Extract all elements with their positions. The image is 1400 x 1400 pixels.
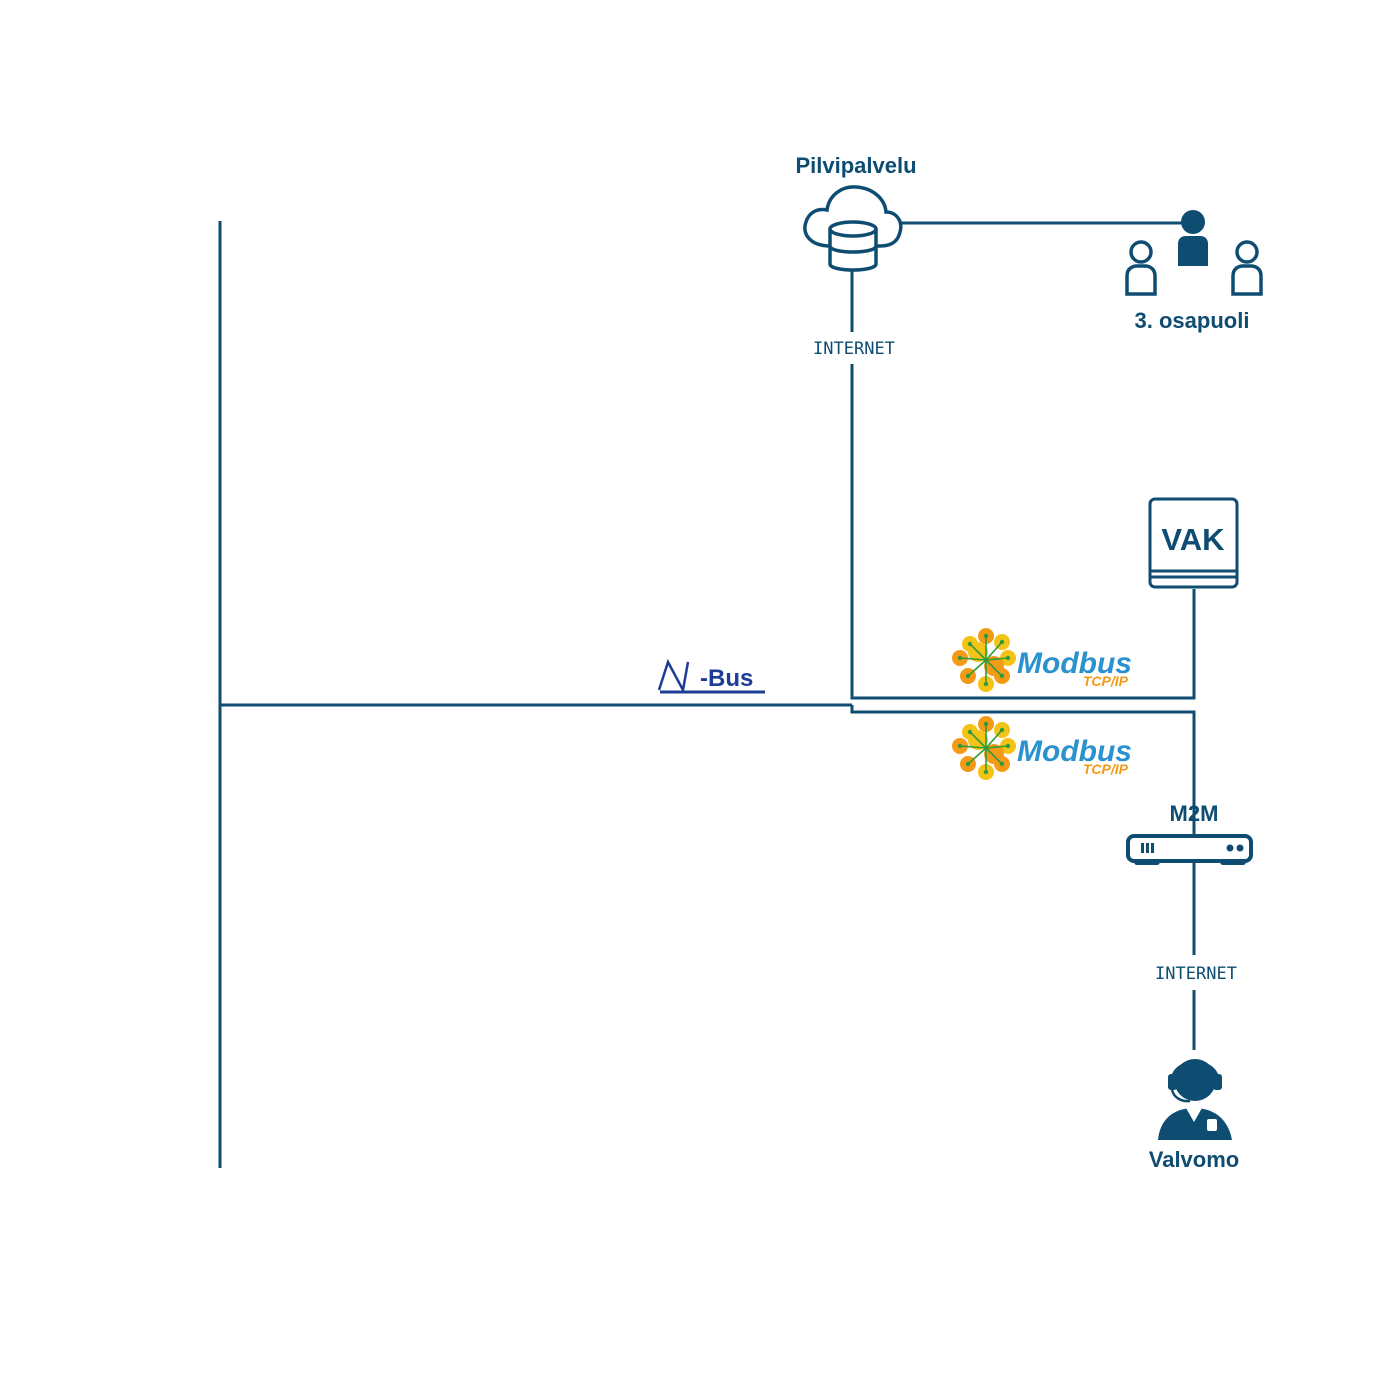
cloud-internet-line-lower	[850, 364, 1196, 700]
m2m-node[interactable]: M2M	[1126, 801, 1253, 865]
modbus-node-dot	[967, 641, 973, 647]
vak-node[interactable]: VAK	[1148, 497, 1239, 589]
modbus-link	[969, 731, 987, 749]
modbus-node-dot	[1005, 743, 1011, 749]
mbus-logo: -Bus	[657, 658, 765, 694]
modbus-link	[959, 657, 987, 661]
third-party-label: 3. osapuoli	[1135, 308, 1250, 333]
vak-label: VAK	[1161, 522, 1225, 557]
modbus-petal	[984, 744, 1004, 764]
modbus-node-dot	[957, 655, 963, 661]
modbus-logo-bottom: Modbus TCP/IP	[952, 716, 1132, 780]
modbus-link	[967, 659, 987, 677]
modbus-name-bottom: Modbus	[1017, 735, 1132, 768]
modbus-node-dot	[965, 761, 971, 767]
modbus-link	[959, 745, 987, 749]
user-solid-icon	[1178, 210, 1208, 266]
modbus-link	[985, 729, 1003, 749]
cloud-node[interactable]: Pilvipalvelu	[795, 153, 917, 272]
cloud-label: Pilvipalvelu	[795, 153, 916, 178]
modbus-link	[969, 643, 987, 661]
modbus-link	[985, 659, 1003, 677]
modbus-node-dot	[967, 729, 973, 735]
modbus-node-dot	[983, 633, 989, 639]
modbus-node-dot	[999, 727, 1005, 733]
modbus-node-dot	[999, 639, 1005, 645]
cloud-database-icon	[803, 185, 903, 272]
mbus-logo-icon	[657, 658, 690, 694]
modbus-name-top: Modbus	[1017, 647, 1132, 680]
control-room-label: Valvomo	[1149, 1147, 1239, 1172]
m2m-label: M2M	[1170, 801, 1219, 826]
modbus-node-dot	[1005, 655, 1011, 661]
modbus-link	[967, 747, 987, 765]
internet-label-top: INTERNET	[813, 339, 895, 359]
user-outline-left-icon	[1125, 240, 1157, 296]
mbus-logo-text: -Bus	[700, 665, 753, 692]
modbus-logo-icon	[952, 628, 1016, 692]
modbus-sub-bottom: TCP/IP	[1083, 761, 1129, 777]
operator-headset-icon	[1158, 1059, 1232, 1140]
modbus-node-dot	[957, 743, 963, 749]
vak-device-icon	[1148, 497, 1239, 589]
modbus-link	[985, 641, 1003, 661]
third-party-node[interactable]: 3. osapuoli	[1125, 210, 1263, 333]
modbus-node-dot	[999, 673, 1005, 679]
modbus-logo-icon	[952, 716, 1016, 780]
internet-label-bottom: INTERNET	[1155, 964, 1237, 984]
modbus-petal	[984, 656, 1004, 676]
modbus-logo-top: Modbus TCP/IP	[952, 628, 1132, 692]
modbus-node-dot	[999, 761, 1005, 767]
router-icon	[1126, 834, 1253, 865]
modbus-link	[985, 657, 1009, 661]
modbus-node-dot	[965, 673, 971, 679]
connection-lines	[218, 221, 1196, 1168]
user-outline-right-icon	[1231, 240, 1263, 296]
modbus-node-dot	[983, 721, 989, 727]
modbus-sub-top: TCP/IP	[1083, 673, 1129, 689]
modbus-link	[985, 747, 1003, 765]
control-room-node[interactable]: Valvomo	[1149, 1059, 1239, 1172]
modbus-link	[985, 745, 1009, 749]
users-group-icon	[1125, 210, 1263, 296]
modbus-node-dot	[983, 769, 989, 775]
modbus-to-m2m-line	[850, 705, 1196, 834]
modbus-node-dot	[983, 681, 989, 687]
